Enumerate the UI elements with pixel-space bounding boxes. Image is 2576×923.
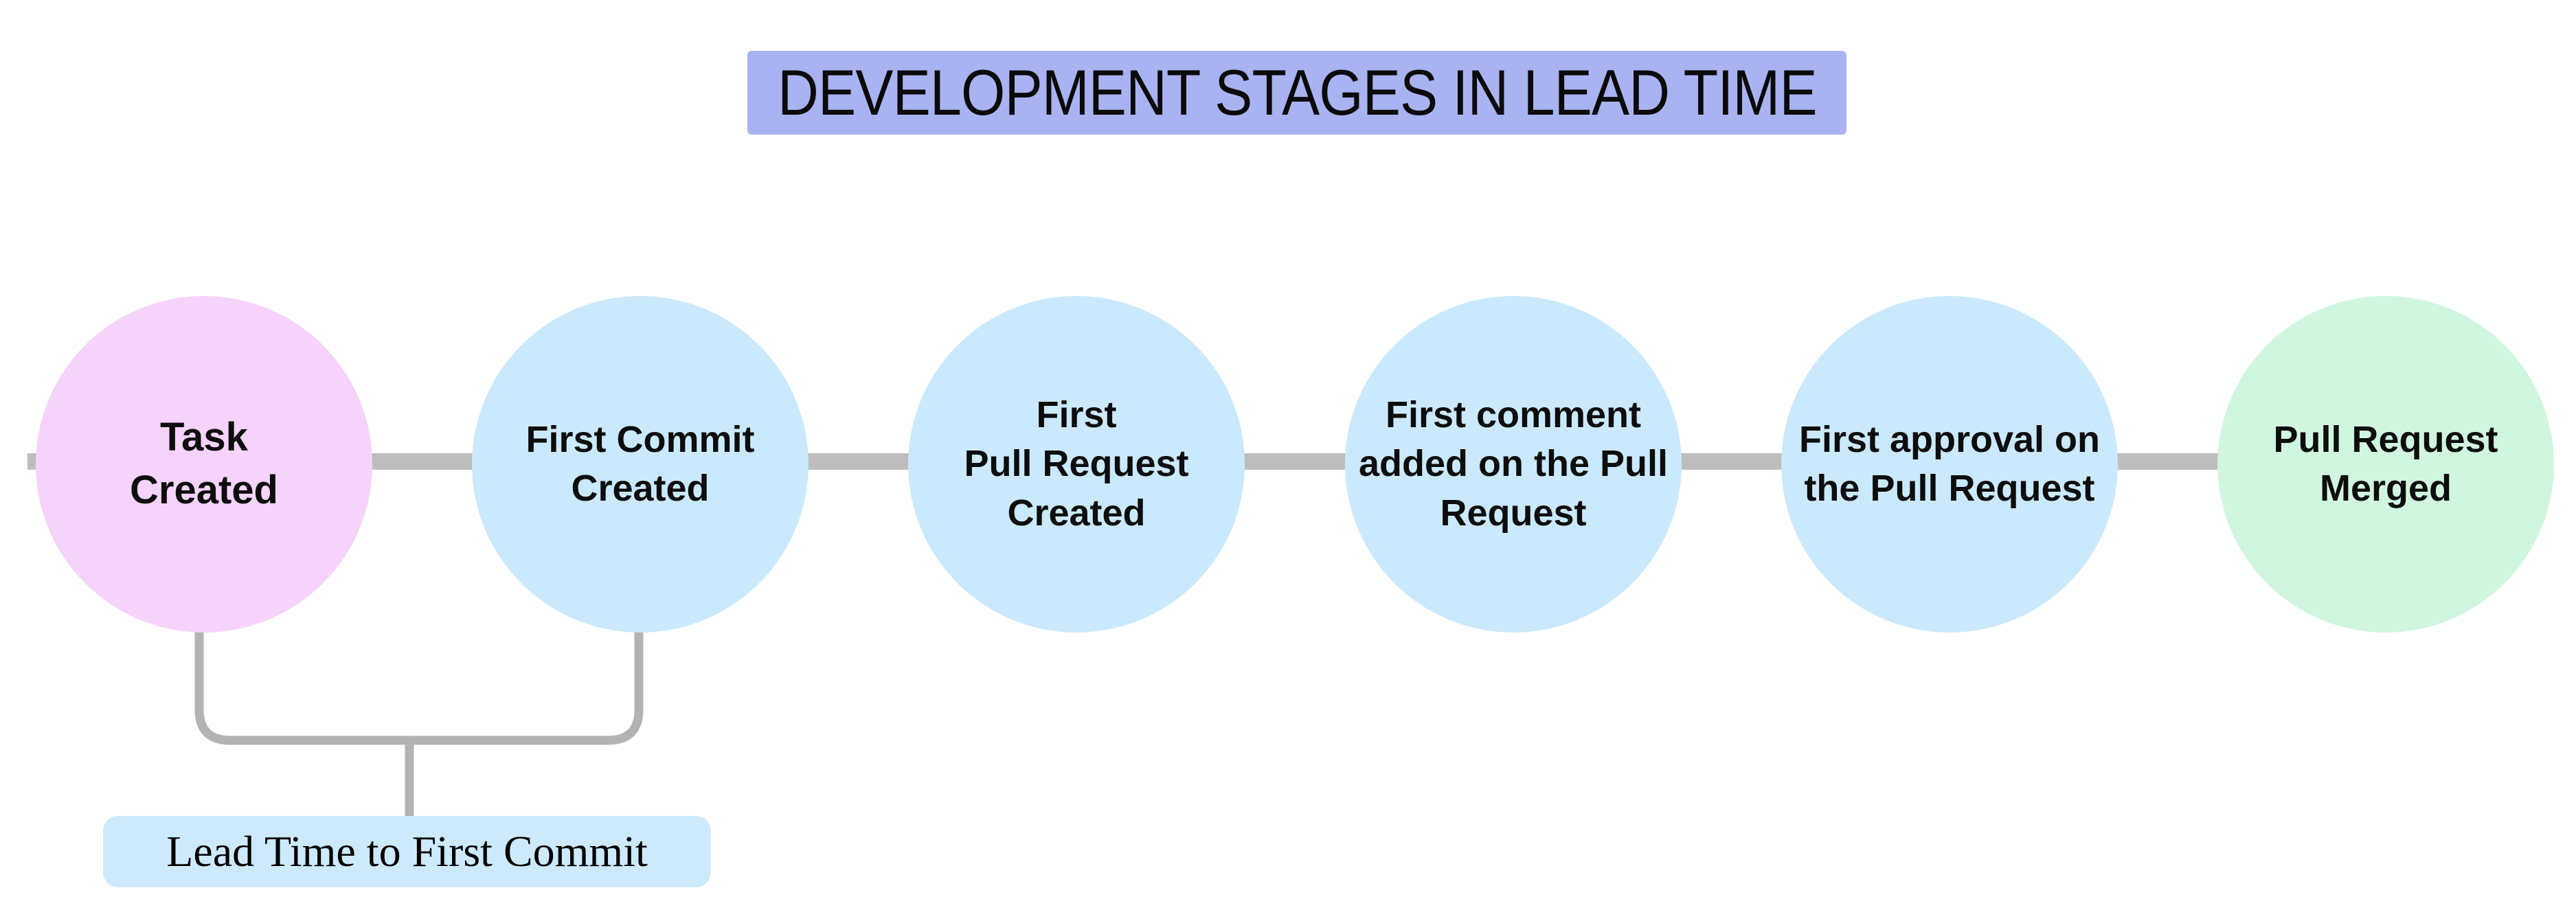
lead-time-label-box: Lead Time to First Commit xyxy=(103,816,711,887)
stage-node-first-approval: First approval on the Pull Request xyxy=(1781,296,2118,633)
stage-node-first-pull-request: First Pull Request Created xyxy=(908,296,1245,633)
lead-time-bracket xyxy=(194,625,644,819)
stage-node-first-comment: First comment added on the Pull Request xyxy=(1345,296,1682,633)
bracket-curve xyxy=(194,625,644,745)
stage-node-first-commit: First Commit Created xyxy=(472,296,809,633)
page-title: DEVELOPMENT STAGES IN LEAD TIME xyxy=(777,56,1818,128)
stage-node-pull-request-merged: Pull Request Merged xyxy=(2217,296,2554,633)
title-banner: DEVELOPMENT STAGES IN LEAD TIME xyxy=(747,51,1846,135)
lead-time-label: Lead Time to First Commit xyxy=(166,827,648,876)
stage-node-task-created: Task Created xyxy=(36,296,372,633)
